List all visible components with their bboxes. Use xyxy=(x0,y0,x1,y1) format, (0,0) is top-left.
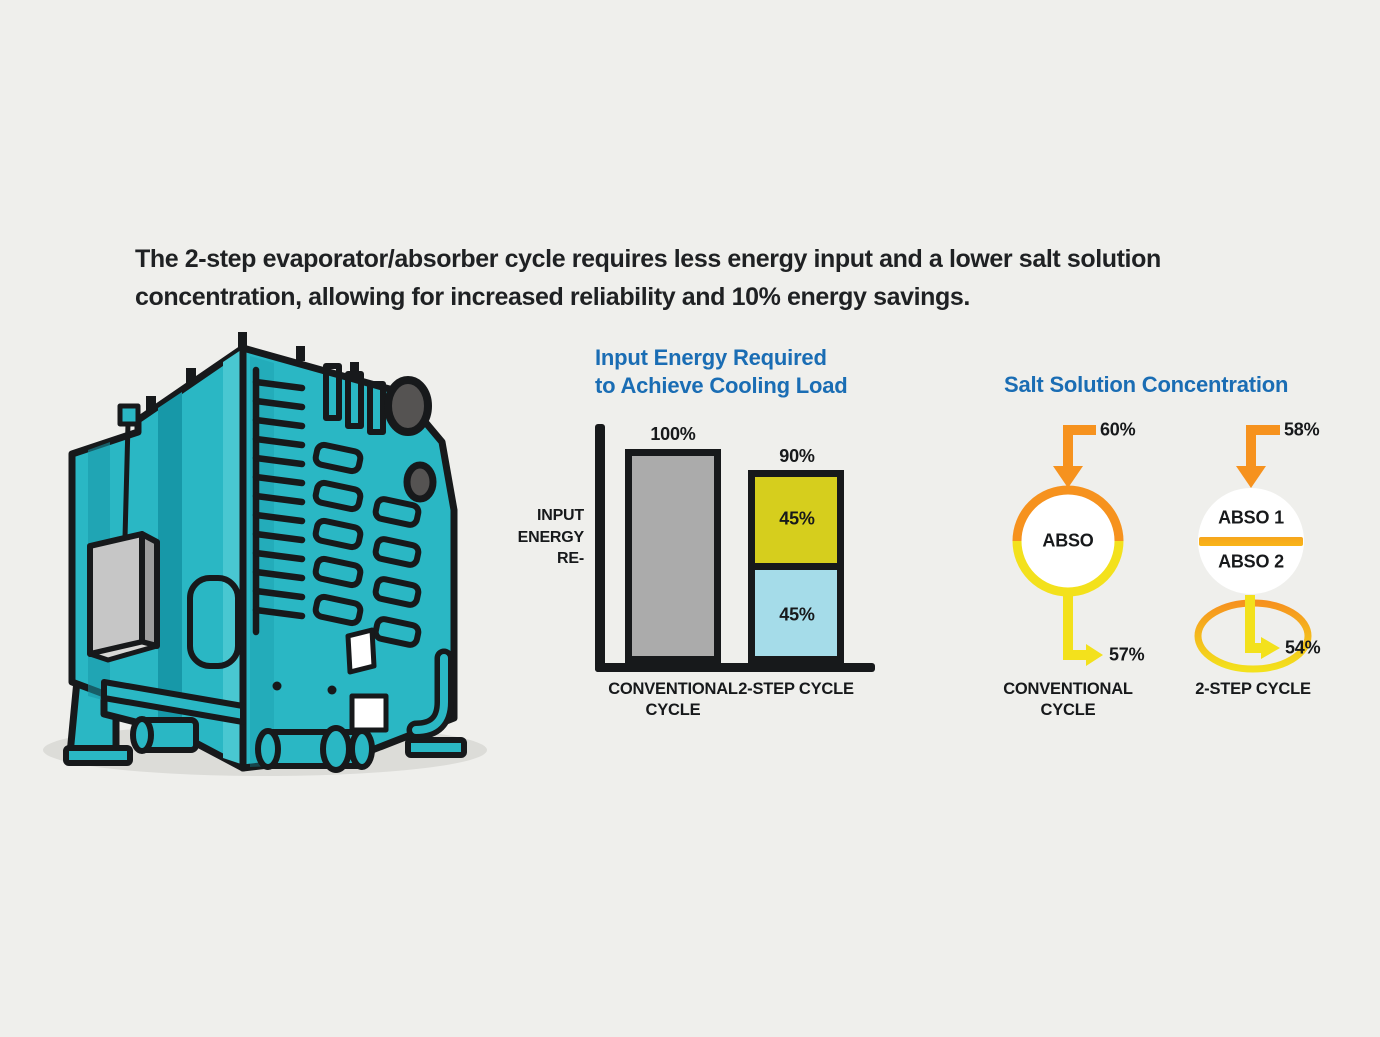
ladder-coil-bank xyxy=(252,366,306,636)
two-step-outlet-arrow xyxy=(1245,595,1280,659)
conventional-inlet-arrow xyxy=(1053,425,1096,488)
control-box xyxy=(87,531,160,663)
conventional-abso-vessel xyxy=(1012,485,1124,597)
salt-flow-diagram xyxy=(1012,425,1312,673)
two-step-inlet-arrow xyxy=(1236,425,1280,488)
conventional-outlet-label: 57% xyxy=(1109,644,1145,665)
conventional-inlet-label: 60% xyxy=(1100,419,1136,440)
energy-chart-y-axis-label: INPUT ENERGY RE- xyxy=(517,507,585,567)
heat-exchanger-brackets xyxy=(312,441,422,648)
bar-conventional-cycle xyxy=(625,449,721,663)
bar-total-label-conventional: 100% xyxy=(650,424,696,444)
header-text: The 2-step evaporator/absorber cycle req… xyxy=(135,245,1161,311)
bar-segment-upper-segment xyxy=(755,477,837,563)
bar-total-label-two-step: 90% xyxy=(779,446,815,466)
category-label-two-step: 2-STEP CYCLE xyxy=(738,680,854,698)
two-step-vessel-label-bottom: ABSO 2 xyxy=(1218,551,1284,572)
bar-segment-lower-segment xyxy=(755,563,837,656)
energy-bar-chart xyxy=(595,420,880,672)
energy-chart-title: Input Energy Required to Achieve Cooling… xyxy=(595,345,848,398)
absorption-chiller-illustration xyxy=(43,332,487,776)
bar-two-step-cycle xyxy=(748,470,844,663)
y-axis xyxy=(595,424,605,672)
segment-label-lower: 45% xyxy=(779,604,815,625)
two-step-caption: 2-STEP CYCLE xyxy=(1195,680,1311,698)
category-label-conventional: CONVENTIONAL CYCLE xyxy=(608,680,738,719)
port-large xyxy=(384,376,432,436)
port-small xyxy=(403,461,437,503)
bottom-pipes xyxy=(130,648,454,773)
segment-label-upper: 45% xyxy=(779,508,815,529)
two-step-inlet-label: 58% xyxy=(1284,419,1320,440)
conventional-vessel-label: ABSO xyxy=(1042,530,1094,551)
conventional-outlet-arrow xyxy=(1063,593,1103,666)
bar-segment-lower-segment xyxy=(632,456,714,656)
conventional-caption: CONVENTIONAL CYCLE xyxy=(1003,680,1133,719)
two-step-outlet-label: 54% xyxy=(1285,637,1321,658)
two-step-vessel-label-top: ABSO 1 xyxy=(1218,507,1284,528)
two-step-abso-vessel xyxy=(1198,488,1304,594)
x-axis xyxy=(595,663,875,672)
salt-diagram-title: Salt Solution Concentration xyxy=(1004,372,1289,397)
